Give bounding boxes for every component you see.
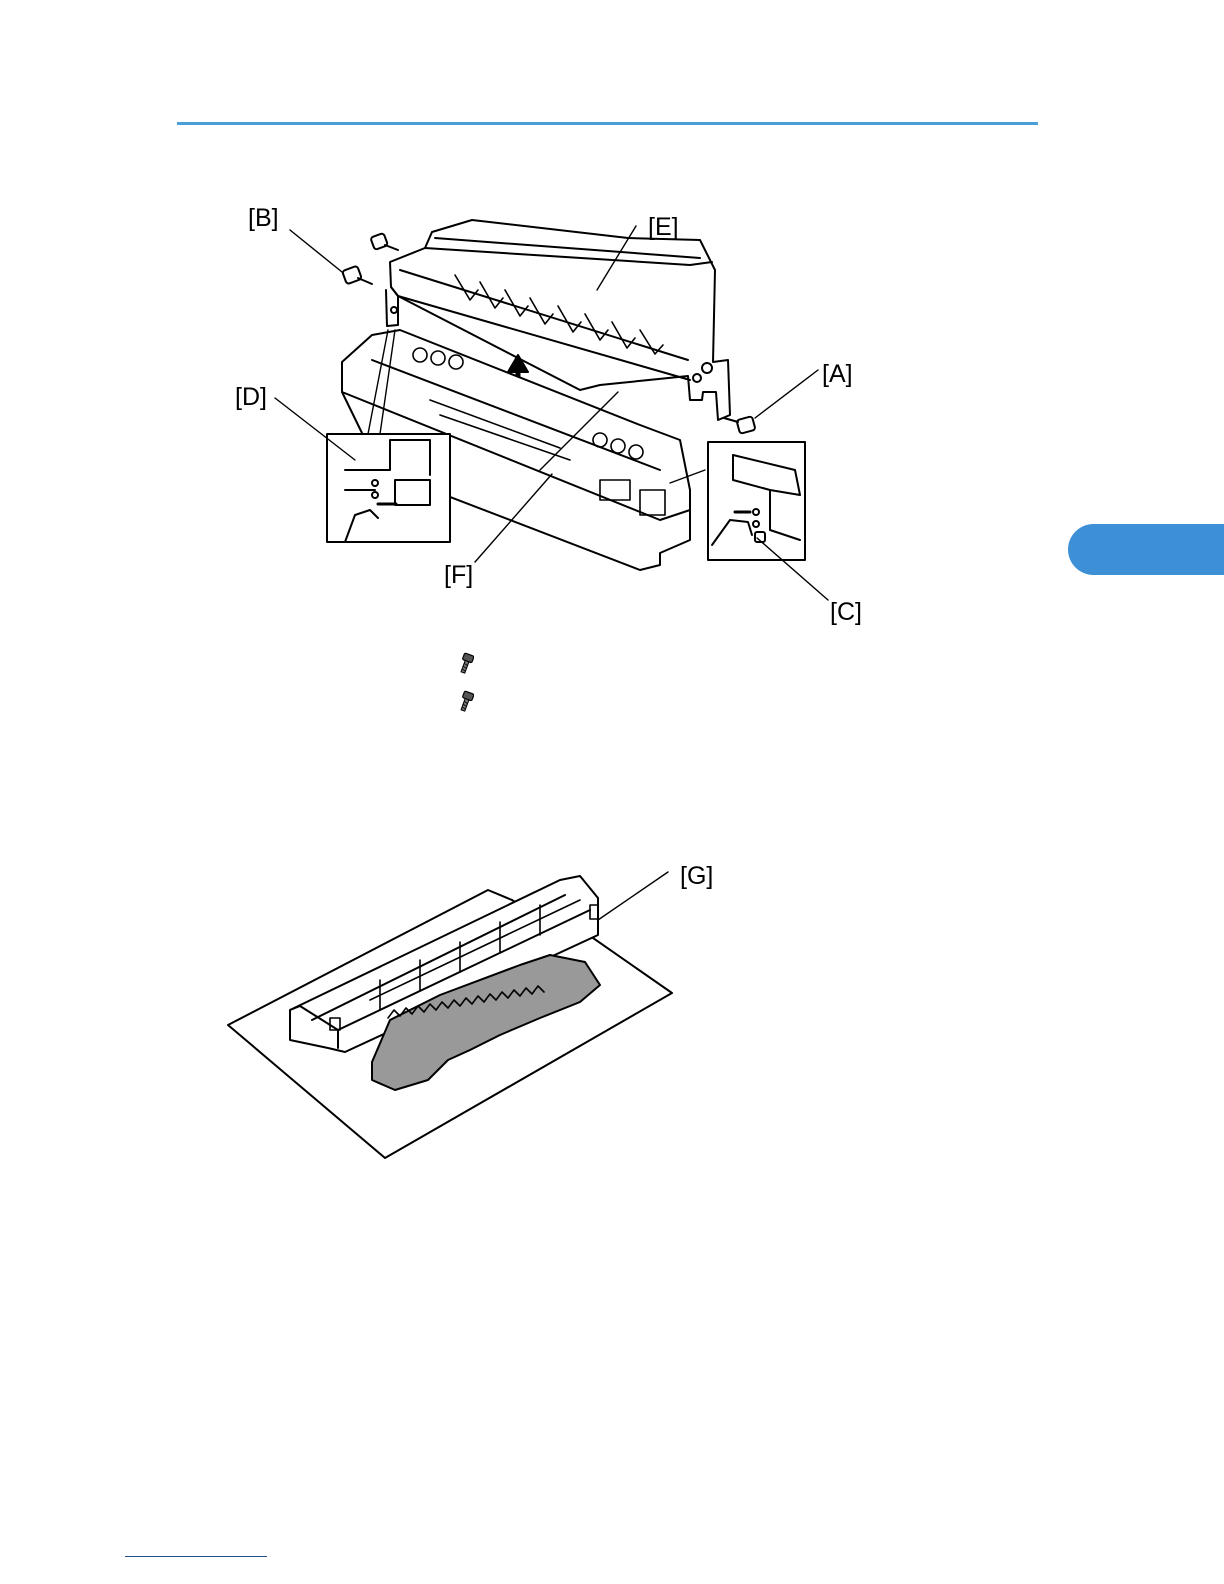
callout-a: [A] [822,362,853,387]
callout-b: [B] [248,206,279,231]
callout-c: [C] [830,600,862,625]
screw-icon [458,652,474,676]
screw-icon [458,690,474,714]
cleaning-unit-illustration [228,872,672,1158]
callout-e: [E] [648,215,679,240]
callout-d: [D] [235,385,267,410]
callout-g: [G] [680,864,713,889]
footer-link-underline [125,1556,267,1557]
callout-f: [F] [444,563,473,588]
upper-cover-illustration [275,220,828,600]
